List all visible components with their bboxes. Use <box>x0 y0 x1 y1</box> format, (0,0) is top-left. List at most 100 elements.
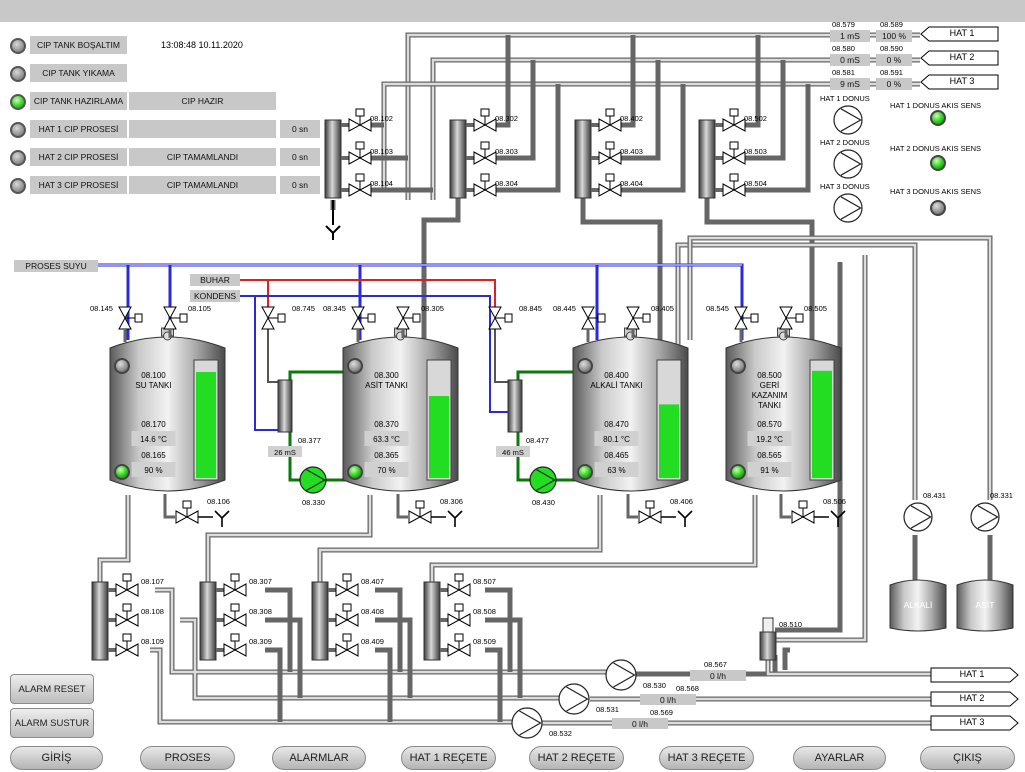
flow-tag: 08.567 <box>704 660 727 669</box>
dosing-pump-08-331[interactable] <box>970 502 1000 532</box>
drain-symbol <box>431 510 463 527</box>
supply-pump-08-532[interactable] <box>511 707 543 739</box>
valve-08-302[interactable] <box>473 108 497 132</box>
valve-08-445[interactable] <box>581 306 606 330</box>
valve-08-405[interactable] <box>626 306 651 330</box>
valve-08-103[interactable] <box>348 141 372 165</box>
valve-tag: 08.303 <box>495 147 518 156</box>
valve-tag: 08.445 <box>553 304 576 313</box>
supply-line-label: HAT 2 <box>959 693 985 703</box>
level-tag: 08.165 <box>141 451 166 460</box>
valve-tag: 08.507 <box>473 577 496 586</box>
valve-08-107[interactable] <box>115 573 139 597</box>
valve-08-545[interactable] <box>734 306 759 330</box>
nav-hat3-recipe-button[interactable]: HAT 3 REÇETE <box>659 746 754 770</box>
heating-pump-08-330[interactable] <box>299 466 327 494</box>
return-pump-label: HAT 3 DONUS <box>820 182 870 191</box>
valve-08-145[interactable] <box>118 306 143 330</box>
valve-08-104[interactable] <box>348 173 372 197</box>
supply-pump-08-531[interactable] <box>558 683 590 715</box>
flow-valve-08-510[interactable] <box>759 617 777 661</box>
heat-exchanger-acid[interactable] <box>277 379 293 433</box>
nav-settings-button[interactable]: AYARLAR <box>793 746 886 770</box>
nav-alarms-button[interactable]: ALARMLAR <box>272 746 366 770</box>
valve-08-304[interactable] <box>473 173 497 197</box>
valve-tag: 08.105 <box>188 304 211 313</box>
dosing-pump-08-431[interactable] <box>903 502 933 532</box>
valve-08-307[interactable] <box>223 573 247 597</box>
drain-symbol <box>325 200 341 240</box>
status-led-icon <box>10 38 26 54</box>
return-pump-2[interactable] <box>833 149 863 179</box>
valve-08-308[interactable] <box>223 603 247 627</box>
valve-08-406[interactable] <box>638 500 662 524</box>
valve-08-105[interactable] <box>163 306 188 330</box>
valve-08-502[interactable] <box>722 108 746 132</box>
valve-tag: 08.145 <box>90 304 113 313</box>
dosing-tank-1[interactable]: ALKALİ <box>889 579 947 632</box>
valve-08-102[interactable] <box>348 108 372 132</box>
level-readout: 63 % <box>607 466 625 475</box>
valve-08-408[interactable] <box>335 603 359 627</box>
valve-08-505[interactable] <box>779 306 804 330</box>
status-led-icon <box>10 94 26 110</box>
heating-pump-08-430[interactable] <box>529 466 557 494</box>
valve-08-409[interactable] <box>335 633 359 657</box>
valve-08-309[interactable] <box>223 633 247 657</box>
nav-hat1-recipe-button[interactable]: HAT 1 REÇETE <box>401 746 496 770</box>
supply-line-name: HAT 1 <box>930 667 1020 683</box>
tank-id: 08.100 <box>141 371 166 380</box>
valve-08-306[interactable] <box>408 500 432 524</box>
valve-08-507[interactable] <box>447 573 471 597</box>
alarm-mute-button[interactable]: ALARM SUSTUR <box>10 708 94 738</box>
valve-08-402[interactable] <box>598 108 622 132</box>
valve-08-303[interactable] <box>473 141 497 165</box>
valve-tag: 08.545 <box>706 304 729 313</box>
valve-tag: 08.345 <box>323 304 346 313</box>
concentration-tag: 08.590 <box>880 44 903 53</box>
valve-08-845[interactable] <box>488 306 513 330</box>
level-bar-fill <box>429 396 449 478</box>
valve-08-506[interactable] <box>791 500 815 524</box>
valve-08-504[interactable] <box>722 173 746 197</box>
manifold-column <box>199 581 217 661</box>
dosing-tank-2[interactable]: ASİT <box>956 579 1014 632</box>
return-pump-1[interactable] <box>833 105 863 135</box>
valve-08-403[interactable] <box>598 141 622 165</box>
status-label: HAT 3 CIP PROSESİ <box>30 176 127 194</box>
valve-08-305[interactable] <box>396 306 421 330</box>
flow-sensor-led-icon <box>930 200 946 216</box>
nav-exit-button[interactable]: ÇIKIŞ <box>920 746 1015 770</box>
valve-08-345[interactable] <box>351 306 376 330</box>
return-pump-3[interactable] <box>833 193 863 223</box>
valve-08-109[interactable] <box>115 633 139 657</box>
valve-tag: 08.408 <box>361 607 384 616</box>
status-row: CIP TANK YIKAMA <box>10 64 330 84</box>
high-level-sensor-icon <box>730 358 746 374</box>
valve-08-404[interactable] <box>598 173 622 197</box>
valve-08-508[interactable] <box>447 603 471 627</box>
valve-08-407[interactable] <box>335 573 359 597</box>
low-level-sensor-icon <box>114 464 130 480</box>
status-timer: 0 sn <box>280 120 320 138</box>
heat-exchanger-alkali[interactable] <box>507 379 523 433</box>
drain-symbol <box>198 510 230 527</box>
nav-hat2-recipe-button[interactable]: HAT 2 REÇETE <box>529 746 624 770</box>
valve-08-745[interactable] <box>261 306 286 330</box>
nav-process-button[interactable]: PROSES <box>140 746 235 770</box>
valve-08-509[interactable] <box>447 633 471 657</box>
temp-readout: 80.1 °C <box>603 435 630 444</box>
nav-home-button[interactable]: GİRİŞ <box>10 746 103 770</box>
alarm-reset-button[interactable]: ALARM RESET <box>10 674 94 704</box>
valve-08-108[interactable] <box>115 603 139 627</box>
valve-08-106[interactable] <box>175 500 199 524</box>
status-value <box>129 120 276 138</box>
supply-pump-08-530[interactable] <box>605 659 637 691</box>
valve-08-503[interactable] <box>722 141 746 165</box>
